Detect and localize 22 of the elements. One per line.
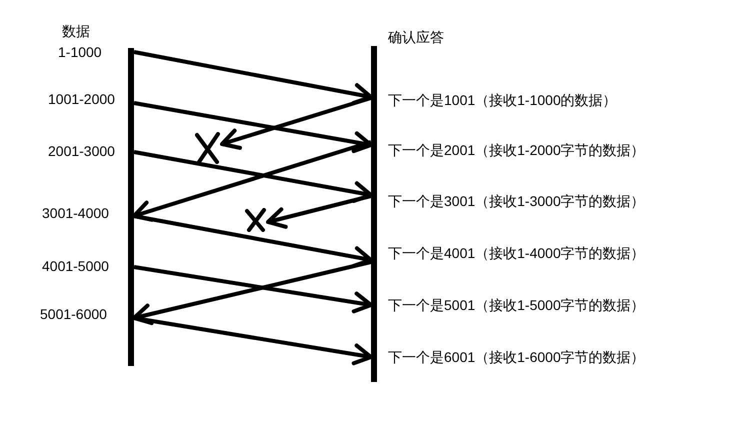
arrow bbox=[134, 316, 373, 366]
arrow bbox=[134, 150, 373, 203]
ack-label: 下一个是5001（接收1-5000字节的数据） bbox=[388, 296, 645, 314]
arrow bbox=[134, 265, 373, 314]
data-range-label: 4001-5000 bbox=[42, 257, 109, 275]
data-range-label: 2001-3000 bbox=[48, 142, 115, 160]
arrow bbox=[132, 260, 372, 326]
arrow bbox=[132, 140, 372, 222]
ack-label: 下一个是2001（接收1-2000字节的数据） bbox=[388, 141, 645, 159]
data-range-label: 5001-6000 bbox=[40, 305, 107, 323]
data-range-label: 1001-2000 bbox=[48, 90, 115, 108]
data-range-label: 3001-4000 bbox=[42, 204, 109, 222]
ack-label: 下一个是6001（接收1-6000字节的数据） bbox=[388, 348, 645, 366]
timeline-heading: 数据 bbox=[62, 22, 90, 40]
arrow bbox=[266, 194, 372, 229]
arrow bbox=[134, 101, 373, 154]
ack-label: 下一个是4001（接收1-4000字节的数据） bbox=[388, 244, 645, 262]
timeline-heading: 确认应答 bbox=[388, 28, 444, 46]
arrow bbox=[220, 96, 372, 150]
data-range-label: 1-1000 bbox=[58, 43, 102, 61]
ack-label: 下一个是3001（接收1-3000字节的数据） bbox=[388, 192, 645, 210]
ack-label: 下一个是1001（接收1-1000的数据） bbox=[388, 91, 617, 109]
